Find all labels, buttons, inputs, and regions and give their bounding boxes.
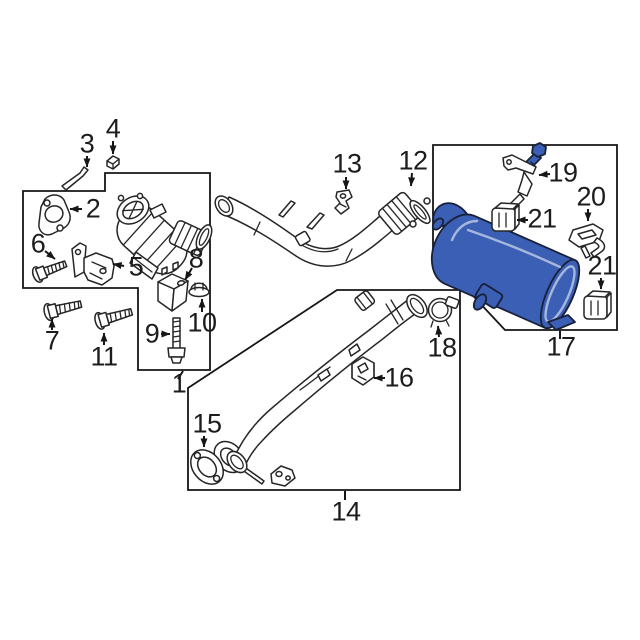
gasket-part-15 xyxy=(189,449,225,485)
callout-19: 19 xyxy=(548,157,578,188)
callout-leaders xyxy=(44,141,605,500)
box-intermediate-pipe-group xyxy=(187,289,461,491)
insulator-part-8 xyxy=(157,261,189,312)
callout-6: 6 xyxy=(30,228,46,259)
bolt-part-7 xyxy=(43,300,83,322)
callout-21b: 21 xyxy=(587,250,617,281)
callout-5: 5 xyxy=(128,251,144,282)
callout-10: 10 xyxy=(187,307,217,338)
gasket-part-2 xyxy=(38,194,71,236)
callout-13: 13 xyxy=(332,148,362,179)
callout-3: 3 xyxy=(79,128,95,159)
bolt-part-11 xyxy=(94,307,134,330)
callout-12: 12 xyxy=(398,145,428,176)
callout-8: 8 xyxy=(188,243,204,274)
callout-15: 15 xyxy=(192,408,222,439)
callout-21a: 21 xyxy=(527,203,557,234)
hanger-part-20 xyxy=(568,223,606,259)
clamp-part-16 xyxy=(351,356,375,386)
callout-18: 18 xyxy=(427,332,457,363)
insulator-part-21a xyxy=(491,202,520,232)
clamp-bracket-part-13 xyxy=(334,189,353,215)
muffler-part-17 xyxy=(431,202,581,331)
box-muffler-group xyxy=(432,144,618,331)
callout-7: 7 xyxy=(44,325,60,356)
callout-2: 2 xyxy=(85,193,101,224)
callout-9: 9 xyxy=(144,318,160,349)
muffler-hanger-tab xyxy=(547,314,576,331)
stud-part-9 xyxy=(167,317,186,364)
insulator-part-21b xyxy=(583,290,612,320)
bracket-part-5 xyxy=(71,242,115,286)
callout-4: 4 xyxy=(105,113,121,144)
callout-1: 1 xyxy=(171,368,187,399)
callout-11: 11 xyxy=(90,341,118,372)
stud-part-3 xyxy=(61,166,89,191)
bolt-part-6 xyxy=(31,260,68,283)
band-clamp-part-18 xyxy=(427,296,460,328)
front-exhaust-pipe-part-12 xyxy=(214,191,431,267)
callout-20: 20 xyxy=(576,181,606,212)
nut-part-4 xyxy=(106,155,120,170)
callout-14: 14 xyxy=(331,496,361,527)
callout-17: 17 xyxy=(546,331,576,362)
callout-16: 16 xyxy=(384,362,414,393)
cap-nut-part-10 xyxy=(188,282,210,298)
catalytic-converter xyxy=(116,192,213,280)
box-catalytic-converter-group xyxy=(22,172,211,371)
